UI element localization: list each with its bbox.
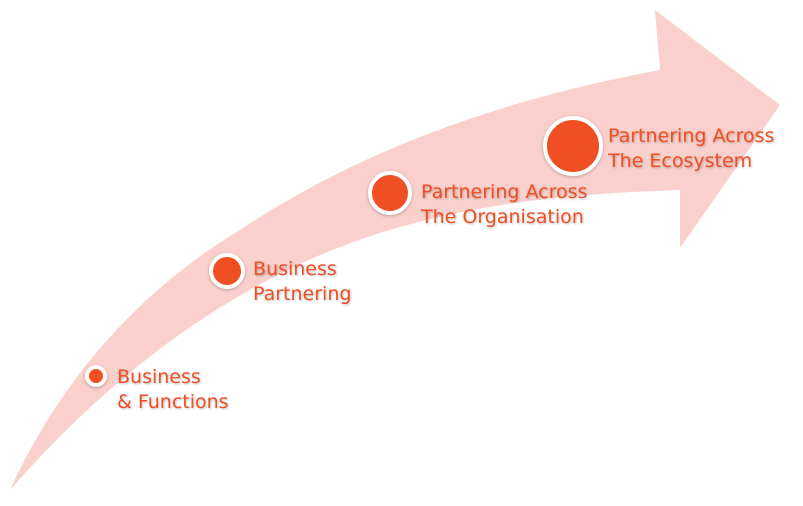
stage-marker-3 — [368, 171, 412, 215]
stage-2-line1: Business — [253, 258, 337, 280]
stage-3-line1: Partnering Across — [421, 181, 588, 203]
stage-2-line2: Partnering — [253, 283, 352, 305]
stage-1-line2: & Functions — [117, 391, 229, 413]
stage-label-3: Partnering Across The Organisation — [421, 180, 587, 230]
stage-marker-2 — [209, 253, 245, 289]
stage-4-line1: Partnering Across — [608, 125, 775, 147]
stage-1-line1: Business — [117, 366, 201, 388]
stage-marker-4 — [543, 116, 603, 176]
stage-marker-1 — [85, 365, 107, 387]
stage-label-2: Business Partnering — [253, 257, 351, 307]
stage-label-1: Business & Functions — [117, 365, 229, 415]
stage-4-line2: The Ecosystem — [608, 150, 753, 172]
stage-3-line2: The Organisation — [421, 206, 584, 228]
stage-label-4: Partnering Across The Ecosystem — [608, 124, 774, 174]
